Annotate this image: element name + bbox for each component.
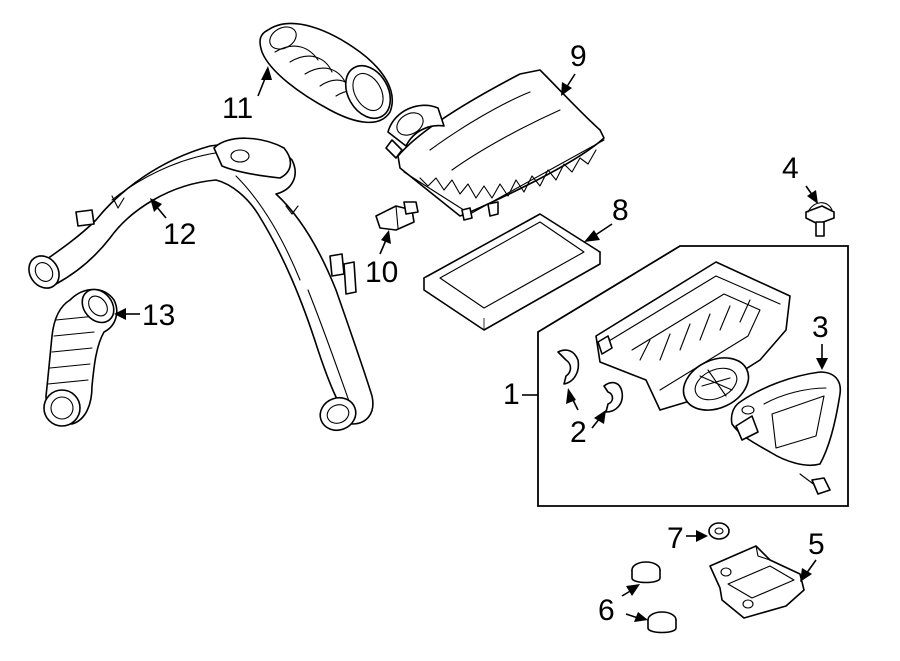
arrow-4 — [807, 190, 818, 204]
part-3-inlet-duct[interactable] — [730, 371, 842, 467]
part-11-intake-bellows[interactable] — [259, 22, 399, 127]
part-2-clip-upper[interactable] — [557, 349, 580, 385]
callout-number-12: 12 — [163, 218, 196, 251]
callout-number-6: 6 — [598, 594, 615, 627]
callout-number-10: 10 — [365, 256, 398, 289]
callout-number-5: 5 — [808, 528, 825, 561]
callout-6: 6 — [598, 584, 648, 627]
part-7-grommet[interactable] — [708, 522, 730, 540]
callout-number-3: 3 — [812, 311, 829, 344]
callout-number-7: 7 — [667, 522, 684, 555]
part-10-sensor[interactable] — [375, 201, 419, 231]
leader-line-8 — [593, 223, 613, 237]
part-4-bolt[interactable] — [805, 202, 835, 237]
callout-number-2: 2 — [570, 416, 587, 449]
leader-line-10 — [379, 239, 387, 255]
callout-13: 13 — [114, 299, 175, 332]
part-13-corrugated-hose[interactable] — [43, 283, 120, 427]
callout-8: 8 — [584, 194, 629, 242]
callout-number-11: 11 — [222, 92, 253, 125]
arrow-10 — [381, 230, 391, 244]
callout-12: 12 — [150, 198, 196, 251]
callout-9: 9 — [561, 40, 587, 96]
part-12-intake-duct[interactable] — [23, 137, 374, 435]
arrow-2b — [594, 410, 606, 424]
arrow-2a — [566, 388, 576, 404]
callout-10: 10 — [365, 230, 398, 289]
callout-11: 11 — [222, 66, 272, 125]
part-5-bracket[interactable] — [709, 545, 805, 619]
arrow-9 — [561, 82, 572, 96]
assembly-frame — [537, 245, 849, 507]
arrow-7 — [696, 530, 708, 542]
callout-5: 5 — [800, 528, 825, 582]
arrow-3 — [816, 358, 828, 370]
part-9-air-cleaner-cover[interactable] — [385, 69, 605, 221]
part-6-insulator-upper[interactable] — [631, 561, 661, 584]
part-8-air-filter[interactable] — [423, 213, 601, 331]
arrow-5 — [800, 568, 812, 582]
arrow-13 — [114, 308, 126, 320]
arrow-11 — [261, 66, 272, 80]
callout-3: 3 — [812, 311, 829, 370]
callout-number-9: 9 — [570, 40, 587, 73]
arrow-6a — [626, 584, 640, 596]
callout-number-4: 4 — [782, 152, 799, 185]
callout-7: 7 — [667, 522, 708, 555]
callout-number-8: 8 — [612, 194, 629, 227]
callout-2: 2 — [566, 388, 606, 449]
callout-number-13: 13 — [142, 299, 175, 332]
part-2-clip-lower[interactable] — [603, 381, 624, 413]
arrow-12 — [150, 198, 162, 212]
callout-number-1: 1 — [503, 378, 520, 411]
callout-1: 1 — [503, 378, 538, 411]
callout-4: 4 — [782, 152, 818, 204]
arrow-6b — [634, 612, 648, 622]
part-1-air-cleaner-housing[interactable] — [595, 261, 791, 420]
part-1-bolt[interactable] — [799, 473, 831, 495]
part-6-insulator-lower[interactable] — [647, 611, 677, 634]
arrow-8 — [584, 230, 600, 242]
